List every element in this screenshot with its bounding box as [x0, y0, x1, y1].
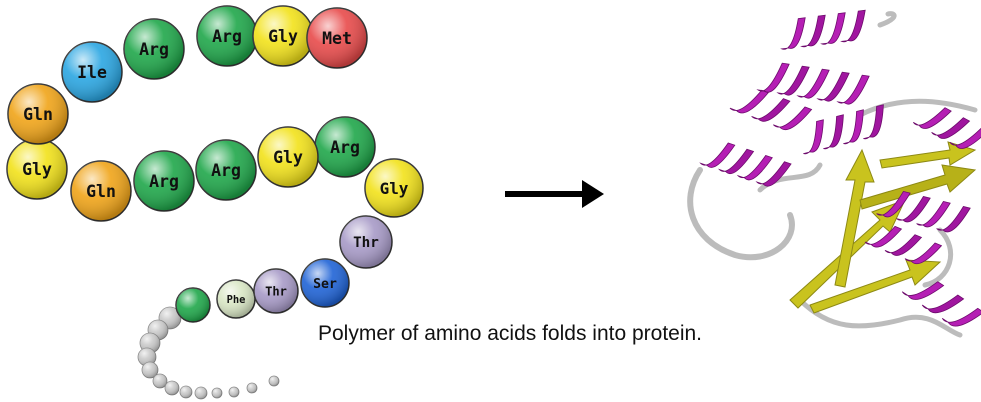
fold-arrow — [505, 180, 604, 208]
protein-alpha-helix — [864, 225, 903, 248]
amino-acid-bead: Arg — [314, 116, 376, 178]
amino-acid-label: Arg — [149, 172, 179, 191]
protein-alpha-helix — [736, 154, 773, 181]
protein-alpha-helix — [912, 107, 952, 129]
amino-acid-label: Thr — [265, 284, 287, 298]
amino-acid-label: Ile — [77, 63, 107, 82]
protein-alpha-helix — [863, 104, 884, 140]
folded-protein-ribbon — [687, 9, 981, 338]
protein-alpha-helix — [876, 190, 911, 218]
amino-acid-bead: Ile — [61, 41, 123, 103]
amino-acid-bead: Gly — [252, 5, 314, 67]
amino-acid-bead: Gly — [364, 158, 424, 218]
amino-acid-label: Gly — [22, 160, 52, 179]
amino-acid-bead: Gln — [70, 160, 132, 222]
protein-alpha-helix — [729, 89, 769, 114]
protein-alpha-helix — [773, 106, 813, 131]
protein-alpha-helix — [780, 17, 806, 50]
amino-acid-label: Arg — [139, 40, 169, 59]
amino-acid-bead: Gln — [7, 83, 69, 145]
protein-alpha-helix — [800, 14, 826, 48]
protein-alpha-helix — [699, 142, 736, 168]
amino-acid-label: Gly — [380, 179, 409, 198]
protein-loop — [687, 167, 795, 261]
protein-loop — [922, 227, 954, 288]
protein-alpha-helix — [941, 307, 981, 327]
protein-beta-strand — [809, 259, 942, 314]
amino-acid-bead: Ser — [300, 258, 350, 308]
amino-acid-label: Met — [322, 29, 352, 48]
amino-acid-label: Gly — [268, 27, 298, 46]
protein-alpha-helix — [803, 119, 824, 155]
amino-acid-label: Gln — [86, 182, 116, 201]
protein-alpha-helix — [916, 200, 951, 228]
protein-alpha-helix — [816, 71, 850, 102]
amino-acid-bead: Arg — [195, 139, 257, 201]
amino-acid-bead — [175, 287, 211, 323]
protein-alpha-helix — [843, 109, 864, 145]
amino-acid-label: Phe — [227, 294, 246, 306]
protein-alpha-helix — [921, 294, 965, 314]
protein-alpha-helix — [820, 12, 846, 45]
protein-alpha-helix — [836, 74, 870, 105]
protein-alpha-helix — [904, 242, 943, 265]
protein-loop — [797, 297, 963, 338]
protein-alpha-helix — [751, 98, 791, 122]
protein-alpha-helix — [936, 205, 971, 233]
protein-alpha-helix — [931, 117, 971, 139]
protein-alpha-helix — [796, 68, 830, 99]
amino-acid-label: Arg — [330, 138, 360, 157]
protein-alpha-helix — [756, 62, 790, 93]
protein-beta-strand — [859, 164, 977, 210]
amino-acid-bead: Arg — [123, 18, 185, 80]
chain-tail — [137, 306, 280, 400]
amino-acid-bead: Thr — [253, 268, 299, 314]
amino-acid-label: Arg — [212, 27, 242, 46]
protein-alpha-helix — [823, 114, 844, 150]
protein-alpha-helix — [896, 195, 931, 223]
protein-loop — [877, 11, 897, 28]
amino-acid-label: Gln — [23, 105, 53, 124]
amino-acid-bead: Met — [306, 7, 368, 69]
amino-acid-bead: Phe — [216, 279, 256, 319]
amino-acid-label: Ser — [313, 277, 337, 292]
protein-alpha-helix — [901, 281, 945, 300]
protein-alpha-helix — [776, 65, 810, 96]
protein-beta-strand — [834, 148, 875, 288]
amino-acid-bead: Gly — [6, 138, 68, 200]
amino-acid-label: Gly — [273, 148, 303, 167]
protein-alpha-helix — [718, 148, 755, 175]
protein-alpha-helix — [884, 234, 923, 256]
amino-acid-label: Thr — [353, 235, 379, 251]
amino-acid-bead: Gly — [257, 126, 319, 188]
amino-acid-bead: Arg — [133, 150, 195, 212]
protein-beta-strand — [879, 141, 977, 169]
protein-alpha-helix — [755, 161, 792, 187]
protein-alpha-helix — [949, 127, 981, 149]
diagram-caption: Polymer of amino acids folds into protei… — [318, 322, 703, 345]
amino-acid-bead: Thr — [339, 215, 393, 269]
protein-alpha-helix — [840, 9, 866, 43]
amino-acid-label: Arg — [211, 161, 241, 180]
amino-acid-bead: Arg — [196, 5, 258, 67]
protein-loop — [857, 98, 978, 118]
